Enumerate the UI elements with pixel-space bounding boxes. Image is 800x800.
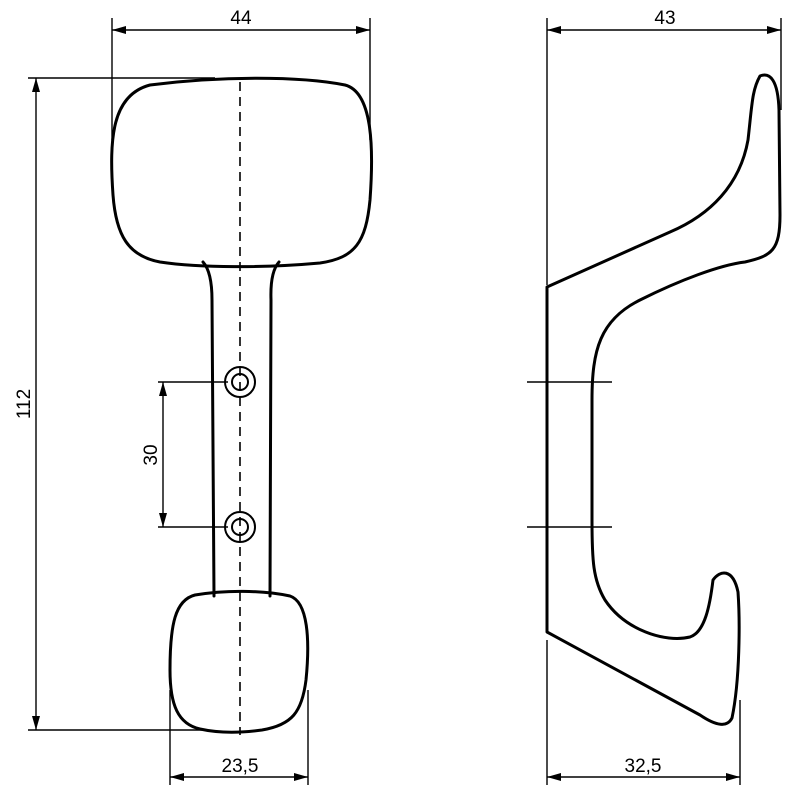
depth-dimension: 43 (546, 8, 782, 285)
bottom-depth-label: 32,5 (625, 756, 662, 777)
front-bottom-head (168, 589, 310, 734)
bottom-width-label: 23,5 (222, 756, 259, 777)
bottom-width-dimension: 23,5 (169, 690, 309, 785)
height-dimension: 112 (14, 77, 215, 731)
width-label: 44 (230, 8, 252, 29)
side-hook-profile (545, 73, 782, 726)
width-dimension: 44 (111, 8, 371, 140)
hole-spacing-label: 30 (141, 444, 162, 465)
depth-label: 43 (654, 8, 675, 29)
front-stem (201, 260, 216, 598)
front-top-head (110, 76, 374, 269)
front-view: 44 112 30 23,5 (14, 8, 374, 785)
front-stem-right (268, 260, 281, 598)
bottom-depth-dimension: 32,5 (546, 640, 741, 785)
hole-spacing-dimension: 30 (141, 381, 228, 528)
height-label: 112 (14, 389, 35, 419)
side-view: 43 32,5 (527, 8, 782, 785)
